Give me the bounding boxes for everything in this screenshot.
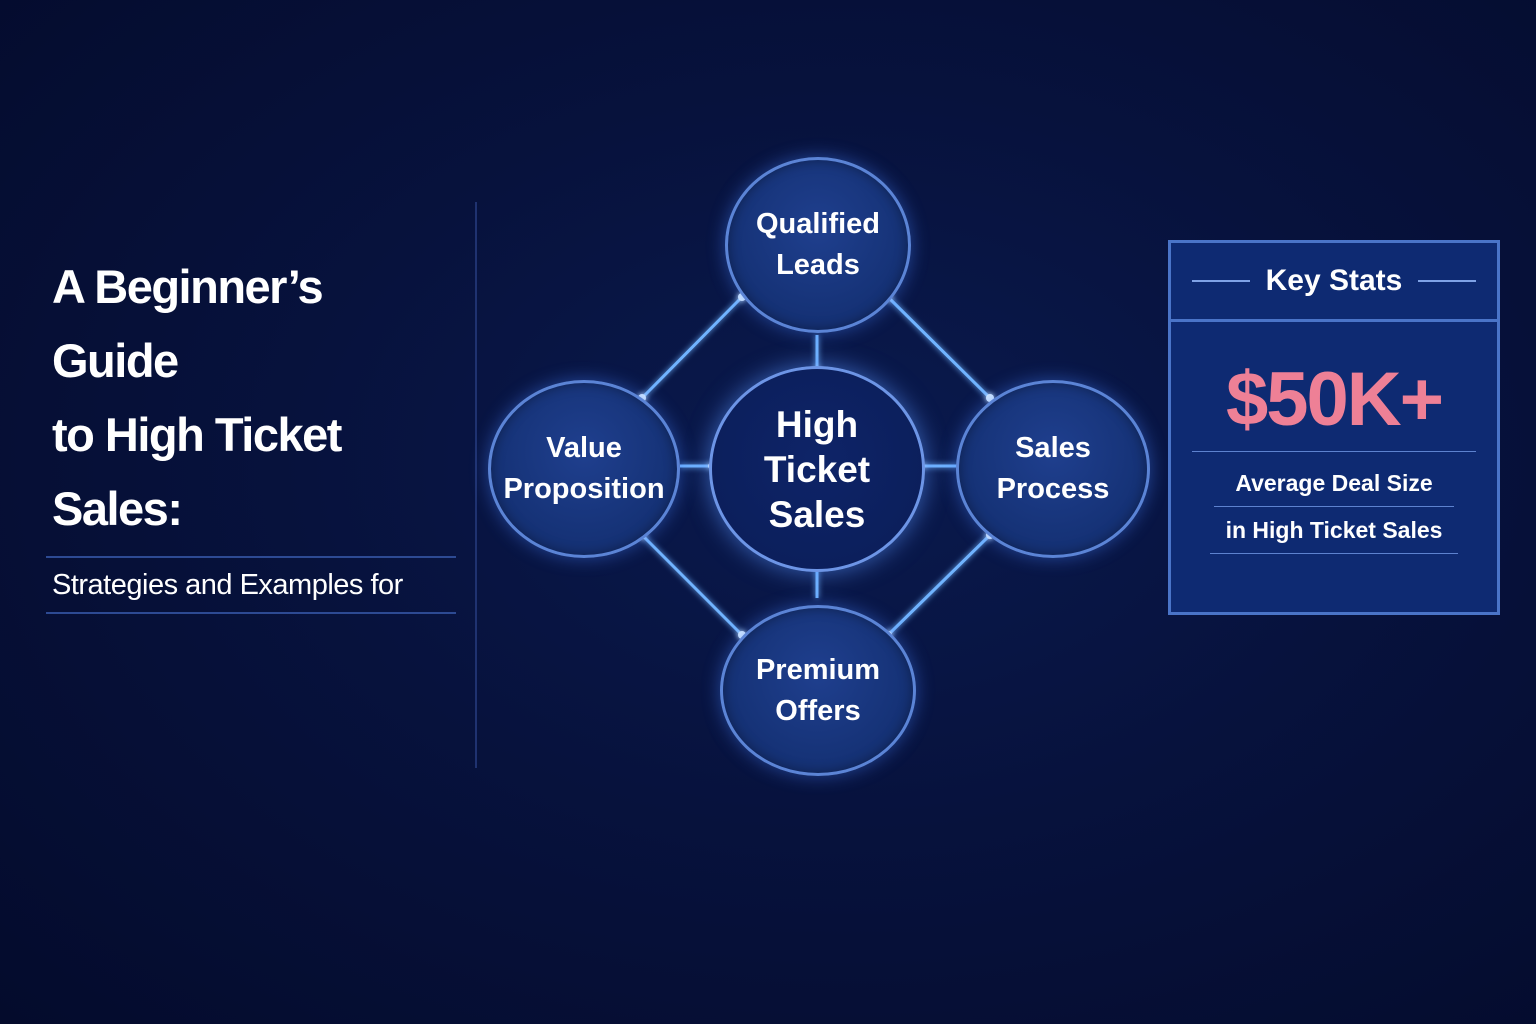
stat-value: $50K+ <box>1225 357 1444 442</box>
node-label: Value Proposition <box>503 432 665 505</box>
title-line-2: to High Ticket Sales: <box>52 408 342 535</box>
node-label: Sales Process <box>996 432 1110 505</box>
title-line-1: A Beginner’s Guide <box>52 260 324 387</box>
node-qualified-leads: Qualified Leads <box>725 157 911 333</box>
page-title: A Beginner’s Guide to High Ticket Sales: <box>46 250 456 546</box>
node-label: Premium Offers <box>755 653 881 727</box>
decorative-line <box>1418 280 1477 282</box>
stats-title: Key Stats <box>1265 264 1403 297</box>
key-stats-panel: Key Stats $50K+ Average Deal Size in Hig… <box>1168 240 1500 615</box>
divider <box>46 556 456 558</box>
divider <box>1214 506 1454 507</box>
node-sales-process: Sales Process <box>956 380 1150 558</box>
node-value-proposition: Value Proposition <box>488 380 680 558</box>
stat-desc-line-2: in High Ticket Sales <box>1225 517 1443 543</box>
node-label: Qualified Leads <box>755 208 881 281</box>
divider <box>1210 553 1458 554</box>
vertical-divider <box>475 202 477 768</box>
stats-header: Key Stats <box>1171 243 1497 322</box>
divider <box>1192 451 1476 452</box>
title-block: A Beginner’s Guide to High Ticket Sales:… <box>46 250 456 614</box>
subtitle: Strategies and Examples for <box>52 569 403 601</box>
node-premium-offers: Premium Offers <box>720 605 916 776</box>
node-high-ticket-sales: High Ticket Sales <box>709 366 925 572</box>
decorative-line <box>1191 280 1250 282</box>
node-label: High Ticket Sales <box>763 403 871 535</box>
divider <box>46 612 456 614</box>
stat-desc-line-1: Average Deal Size <box>1235 470 1433 496</box>
